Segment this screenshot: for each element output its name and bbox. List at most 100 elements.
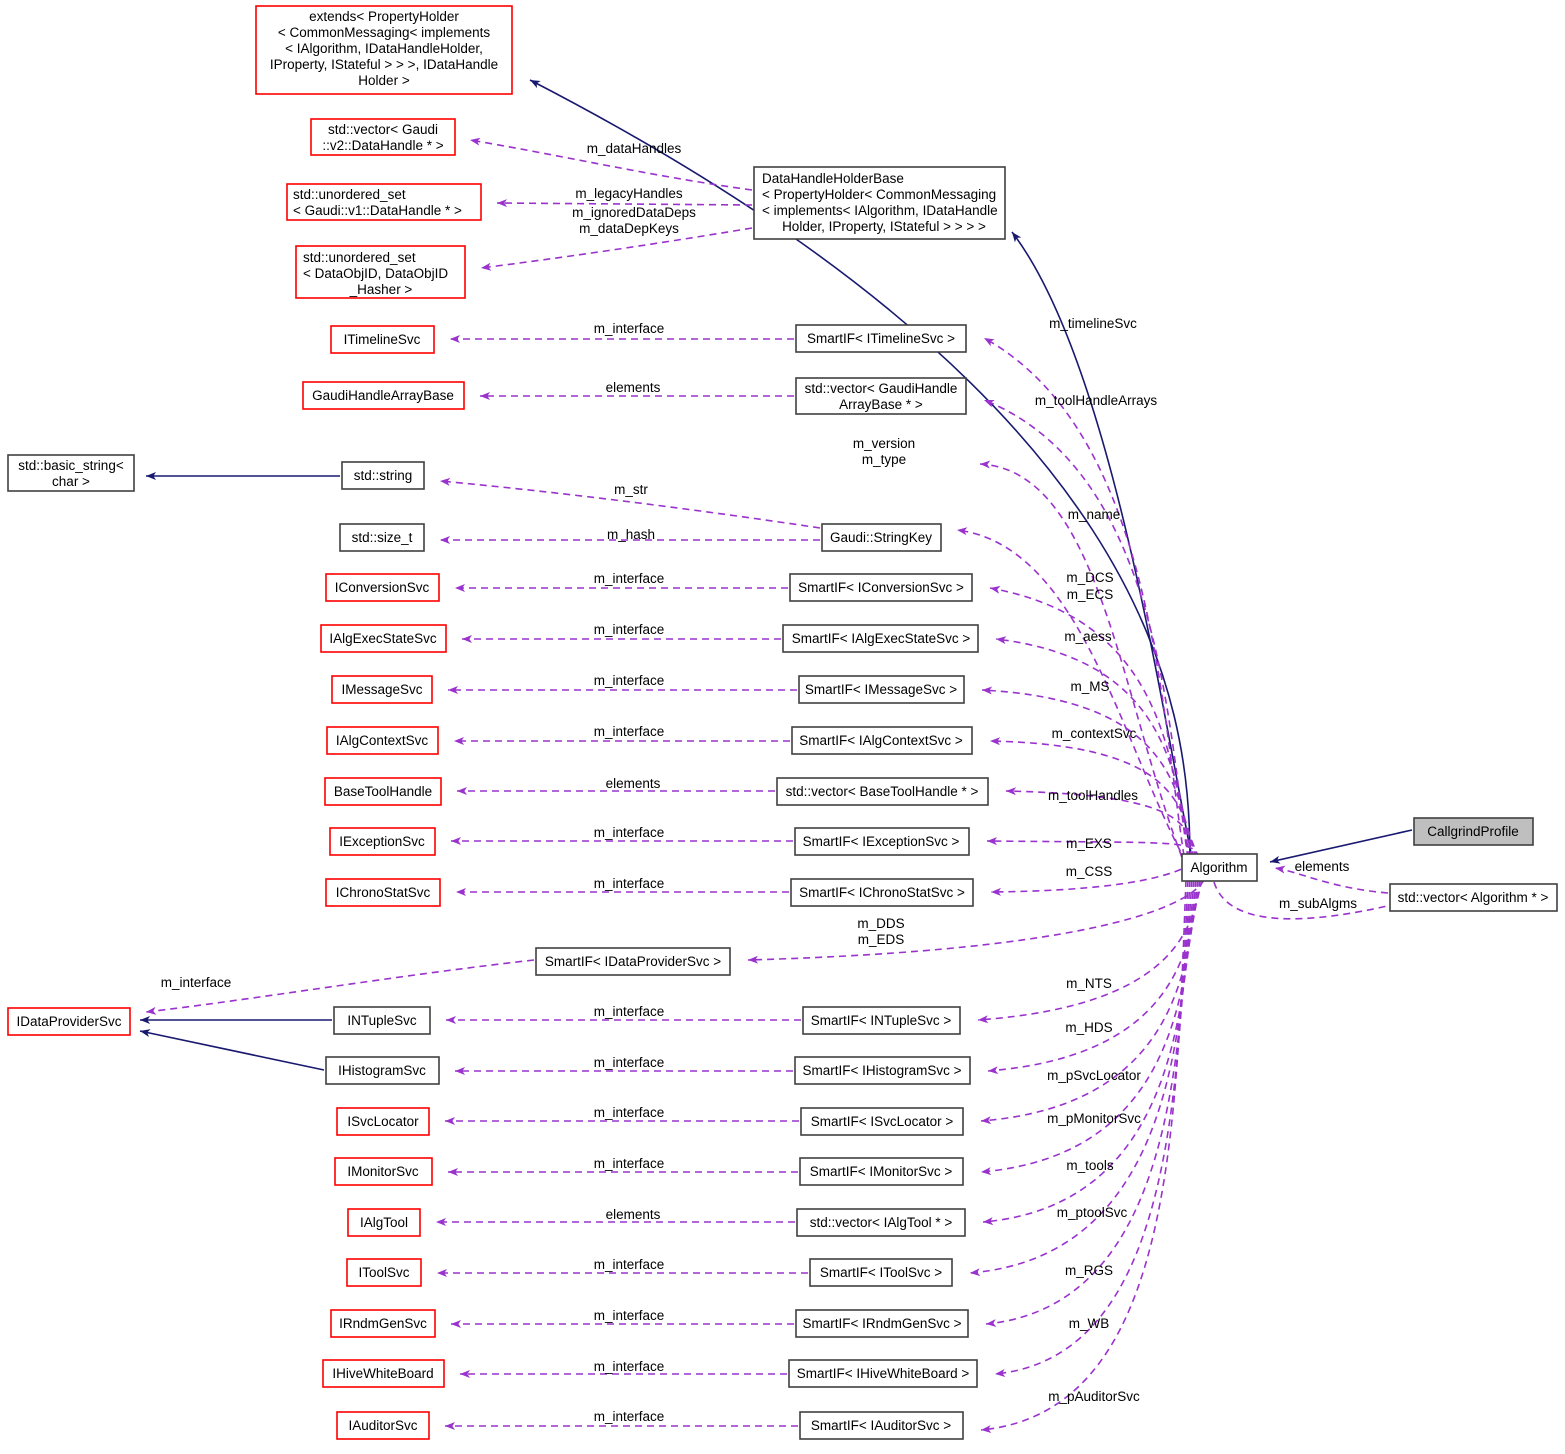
edge-label-m-interface-mon: m_interface [594, 1156, 665, 1171]
node-iauditorsvc[interactable]: IAuditorSvc [336, 1411, 430, 1440]
node-smartif-iconversionsvc[interactable]: SmartIF< IConversionSvc > [789, 573, 973, 602]
node-ihistogramsvc[interactable]: IHistogramSvc [325, 1056, 440, 1085]
node-imonitorsvc[interactable]: IMonitorSvc [334, 1157, 433, 1186]
edge-version-type-to-stdstring [979, 460, 1187, 869]
edge-m-rgs [985, 879, 1191, 1328]
node-vector-ialgtool[interactable]: std::vector< IAlgTool * > [796, 1208, 966, 1237]
edge-label-elements-gha: elements [606, 380, 661, 395]
node-ihistogramsvc-label: IHistogramSvc [338, 1063, 426, 1078]
node-intuplesvc[interactable]: INTupleSvc [333, 1006, 431, 1035]
node-callgrindprofile[interactable]: CallgrindProfile [1413, 817, 1534, 846]
edge-m-hds [987, 879, 1201, 1075]
node-intuplesvc-label: INTupleSvc [347, 1013, 417, 1028]
node-ichronostatsvc-label: IChronoStatSvc [336, 885, 431, 900]
node-gaudi-stringkey[interactable]: Gaudi::StringKey [821, 523, 942, 552]
edge-legacyhandles [496, 199, 753, 208]
node-smartif-irndmgensvc[interactable]: SmartIF< IRndmGenSvc > [795, 1309, 969, 1338]
node-basic-string[interactable]: std::basic_string< char > [7, 454, 135, 492]
node-algorithm[interactable]: Algorithm [1181, 853, 1258, 882]
node-smartif-isvclocator-label: SmartIF< ISvcLocator > [811, 1114, 954, 1129]
node-smartif-itoolsvc[interactable]: SmartIF< IToolSvc > [809, 1258, 953, 1287]
node-smartif-ihivewhiteboard-label: SmartIF< IHiveWhiteBoard > [797, 1366, 970, 1381]
node-imonitorsvc-label: IMonitorSvc [347, 1164, 419, 1179]
edge-label-m-datahandles: m_dataHandles [587, 141, 682, 156]
node-iexceptionsvc[interactable]: IExceptionSvc [329, 827, 436, 856]
node-vector-algorithm[interactable]: std::vector< Algorithm * > [1389, 883, 1558, 912]
node-smartif-ichronostatsvc[interactable]: SmartIF< IChronoStatSvc > [790, 878, 974, 907]
node-iexceptionsvc-label: IExceptionSvc [339, 834, 425, 849]
node-vec-gha-line-0: std::vector< GaudiHandle [805, 381, 958, 396]
edge-m-timelinesvc [983, 337, 1185, 857]
node-isvclocator[interactable]: ISvcLocator [336, 1107, 430, 1136]
node-smartif-iexceptionsvc[interactable]: SmartIF< IExceptionSvc > [794, 827, 970, 856]
node-smartif-itimelinesvc[interactable]: SmartIF< ITimelineSvc > [795, 324, 967, 353]
node-unordered-set-dataobjid[interactable]: std::unordered_set < DataObjID, DataObjI… [295, 245, 466, 299]
node-smartif-ihivewhiteboard[interactable]: SmartIF< IHiveWhiteBoard > [788, 1359, 978, 1388]
node-smartif-intuplesvc[interactable]: SmartIF< INTupleSvc > [802, 1006, 961, 1035]
edge-m-psvclocator [980, 879, 1199, 1125]
node-itoolsvc[interactable]: IToolSvc [346, 1258, 422, 1287]
node-extends-line-3: IProperty, IStateful > > >, IDataHandle [270, 57, 498, 72]
node-vector-gaudihandlearraybase[interactable]: std::vector< GaudiHandle ArrayBase * > [795, 377, 967, 415]
node-datahandleholderbase[interactable]: DataHandleHolderBase < PropertyHolder< C… [753, 166, 1006, 240]
edge-label-m-interface-conv: m_interface [594, 571, 665, 586]
edge-label-m-ecs: m_ECS [1067, 587, 1114, 602]
node-imessagesvc[interactable]: IMessageSvc [331, 675, 433, 704]
node-irndmgensvc[interactable]: IRndmGenSvc [330, 1309, 436, 1338]
edge-label-m-nts: m_NTS [1066, 976, 1112, 991]
edge-label-m-wb: m_WB [1069, 1316, 1110, 1331]
node-uset-v1-line-0: std::unordered_set [293, 187, 406, 202]
edge-label-m-interface-dps: m_interface [161, 975, 232, 990]
edge-label-m-tools: m_tools [1066, 1158, 1114, 1173]
node-vec-v2-line-0: std::vector< Gaudi [328, 122, 438, 137]
node-iconversionsvc-label: IConversionSvc [335, 580, 430, 595]
node-dhhb-line-2: < implements< IAlgorithm, IDataHandle [762, 203, 998, 218]
node-smartif-imessagesvc[interactable]: SmartIF< IMessageSvc > [798, 675, 965, 704]
node-uset-dataobjid-line-1: < DataObjID, DataObjID [303, 266, 448, 281]
node-ialgtool[interactable]: IAlgTool [347, 1208, 421, 1237]
node-smartif-idataprovidersvc[interactable]: SmartIF< IDataProviderSvc > [535, 947, 731, 976]
node-basetoolhandle[interactable]: BaseToolHandle [324, 777, 442, 806]
edge-m-tools [982, 879, 1195, 1226]
node-gaudihandlearraybase[interactable]: GaudiHandleArrayBase [302, 381, 465, 410]
node-smartif-iauditorsvc[interactable]: SmartIF< IAuditorSvc > [799, 1411, 964, 1440]
edge-label-m-psvclocator: m_pSvcLocator [1047, 1068, 1141, 1083]
node-ialgcontextsvc[interactable]: IAlgContextSvc [326, 726, 439, 755]
node-std-size-t[interactable]: std::size_t [339, 523, 425, 552]
node-ialgexecstatesvc[interactable]: IAlgExecStateSvc [320, 624, 447, 653]
node-smartif-ialgcontextsvc-label: SmartIF< IAlgContextSvc > [799, 733, 963, 748]
node-idataprovidersvc-label: IDataProviderSvc [16, 1014, 121, 1029]
edge-m-toolhandles [1005, 787, 1199, 859]
edge-m-dcs-ecs [989, 585, 1191, 859]
node-smartif-isvclocator[interactable]: SmartIF< ISvcLocator > [800, 1107, 964, 1136]
nodes: extends< PropertyHolder < CommonMessagin… [7, 5, 1558, 1440]
node-ihivewhiteboard[interactable]: IHiveWhiteBoard [322, 1359, 445, 1388]
node-iconversionsvc[interactable]: IConversionSvc [325, 573, 440, 602]
node-vec-v2-line-1: ::v2::DataHandle * > [322, 138, 443, 153]
node-idataprovidersvc[interactable]: IDataProviderSvc [7, 1007, 131, 1036]
edge-label-m-str: m_str [614, 482, 648, 497]
edge-label-m-css: m_CSS [1066, 864, 1113, 879]
node-extends[interactable]: extends< PropertyHolder < CommonMessagin… [255, 5, 513, 95]
usage-edges [145, 137, 1401, 1434]
edge-label-m-interface-chrono: m_interface [594, 876, 665, 891]
node-itimelinesvc[interactable]: ITimelineSvc [330, 325, 435, 354]
node-isvclocator-label: ISvcLocator [347, 1114, 419, 1129]
edge-label-elements-ialgtool: elements [606, 1207, 661, 1222]
node-smartif-ialgexecstatesvc[interactable]: SmartIF< IAlgExecStateSvc > [782, 624, 979, 653]
node-smartif-ialgcontextsvc[interactable]: SmartIF< IAlgContextSvc > [791, 726, 973, 755]
node-std-string[interactable]: std::string [341, 461, 425, 490]
node-extends-line-1: < CommonMessaging< implements [278, 25, 491, 40]
node-ichronostatsvc[interactable]: IChronoStatSvc [325, 878, 441, 907]
node-unordered-set-gaudi-v1-datahandle[interactable]: std::unordered_set < Gaudi::v1::DataHand… [286, 183, 482, 221]
node-gaudi-stringkey-label: Gaudi::StringKey [830, 530, 932, 545]
node-smartif-imonitorsvc[interactable]: SmartIF< IMonitorSvc > [799, 1157, 964, 1186]
node-smartif-ihistogramsvc[interactable]: SmartIF< IHistogramSvc > [794, 1056, 971, 1085]
edge-label-m-toolhandlearrays: m_toolHandleArrays [1035, 393, 1158, 408]
node-vector-gaudi-v2-datahandle[interactable]: std::vector< Gaudi ::v2::DataHandle * > [310, 118, 456, 156]
node-itimelinesvc-label: ITimelineSvc [344, 332, 421, 347]
edge-label-m-version: m_version [853, 436, 915, 451]
node-smartif-imonitorsvc-label: SmartIF< IMonitorSvc > [810, 1164, 953, 1179]
node-vector-basetoolhandle[interactable]: std::vector< BaseToolHandle * > [776, 777, 989, 806]
